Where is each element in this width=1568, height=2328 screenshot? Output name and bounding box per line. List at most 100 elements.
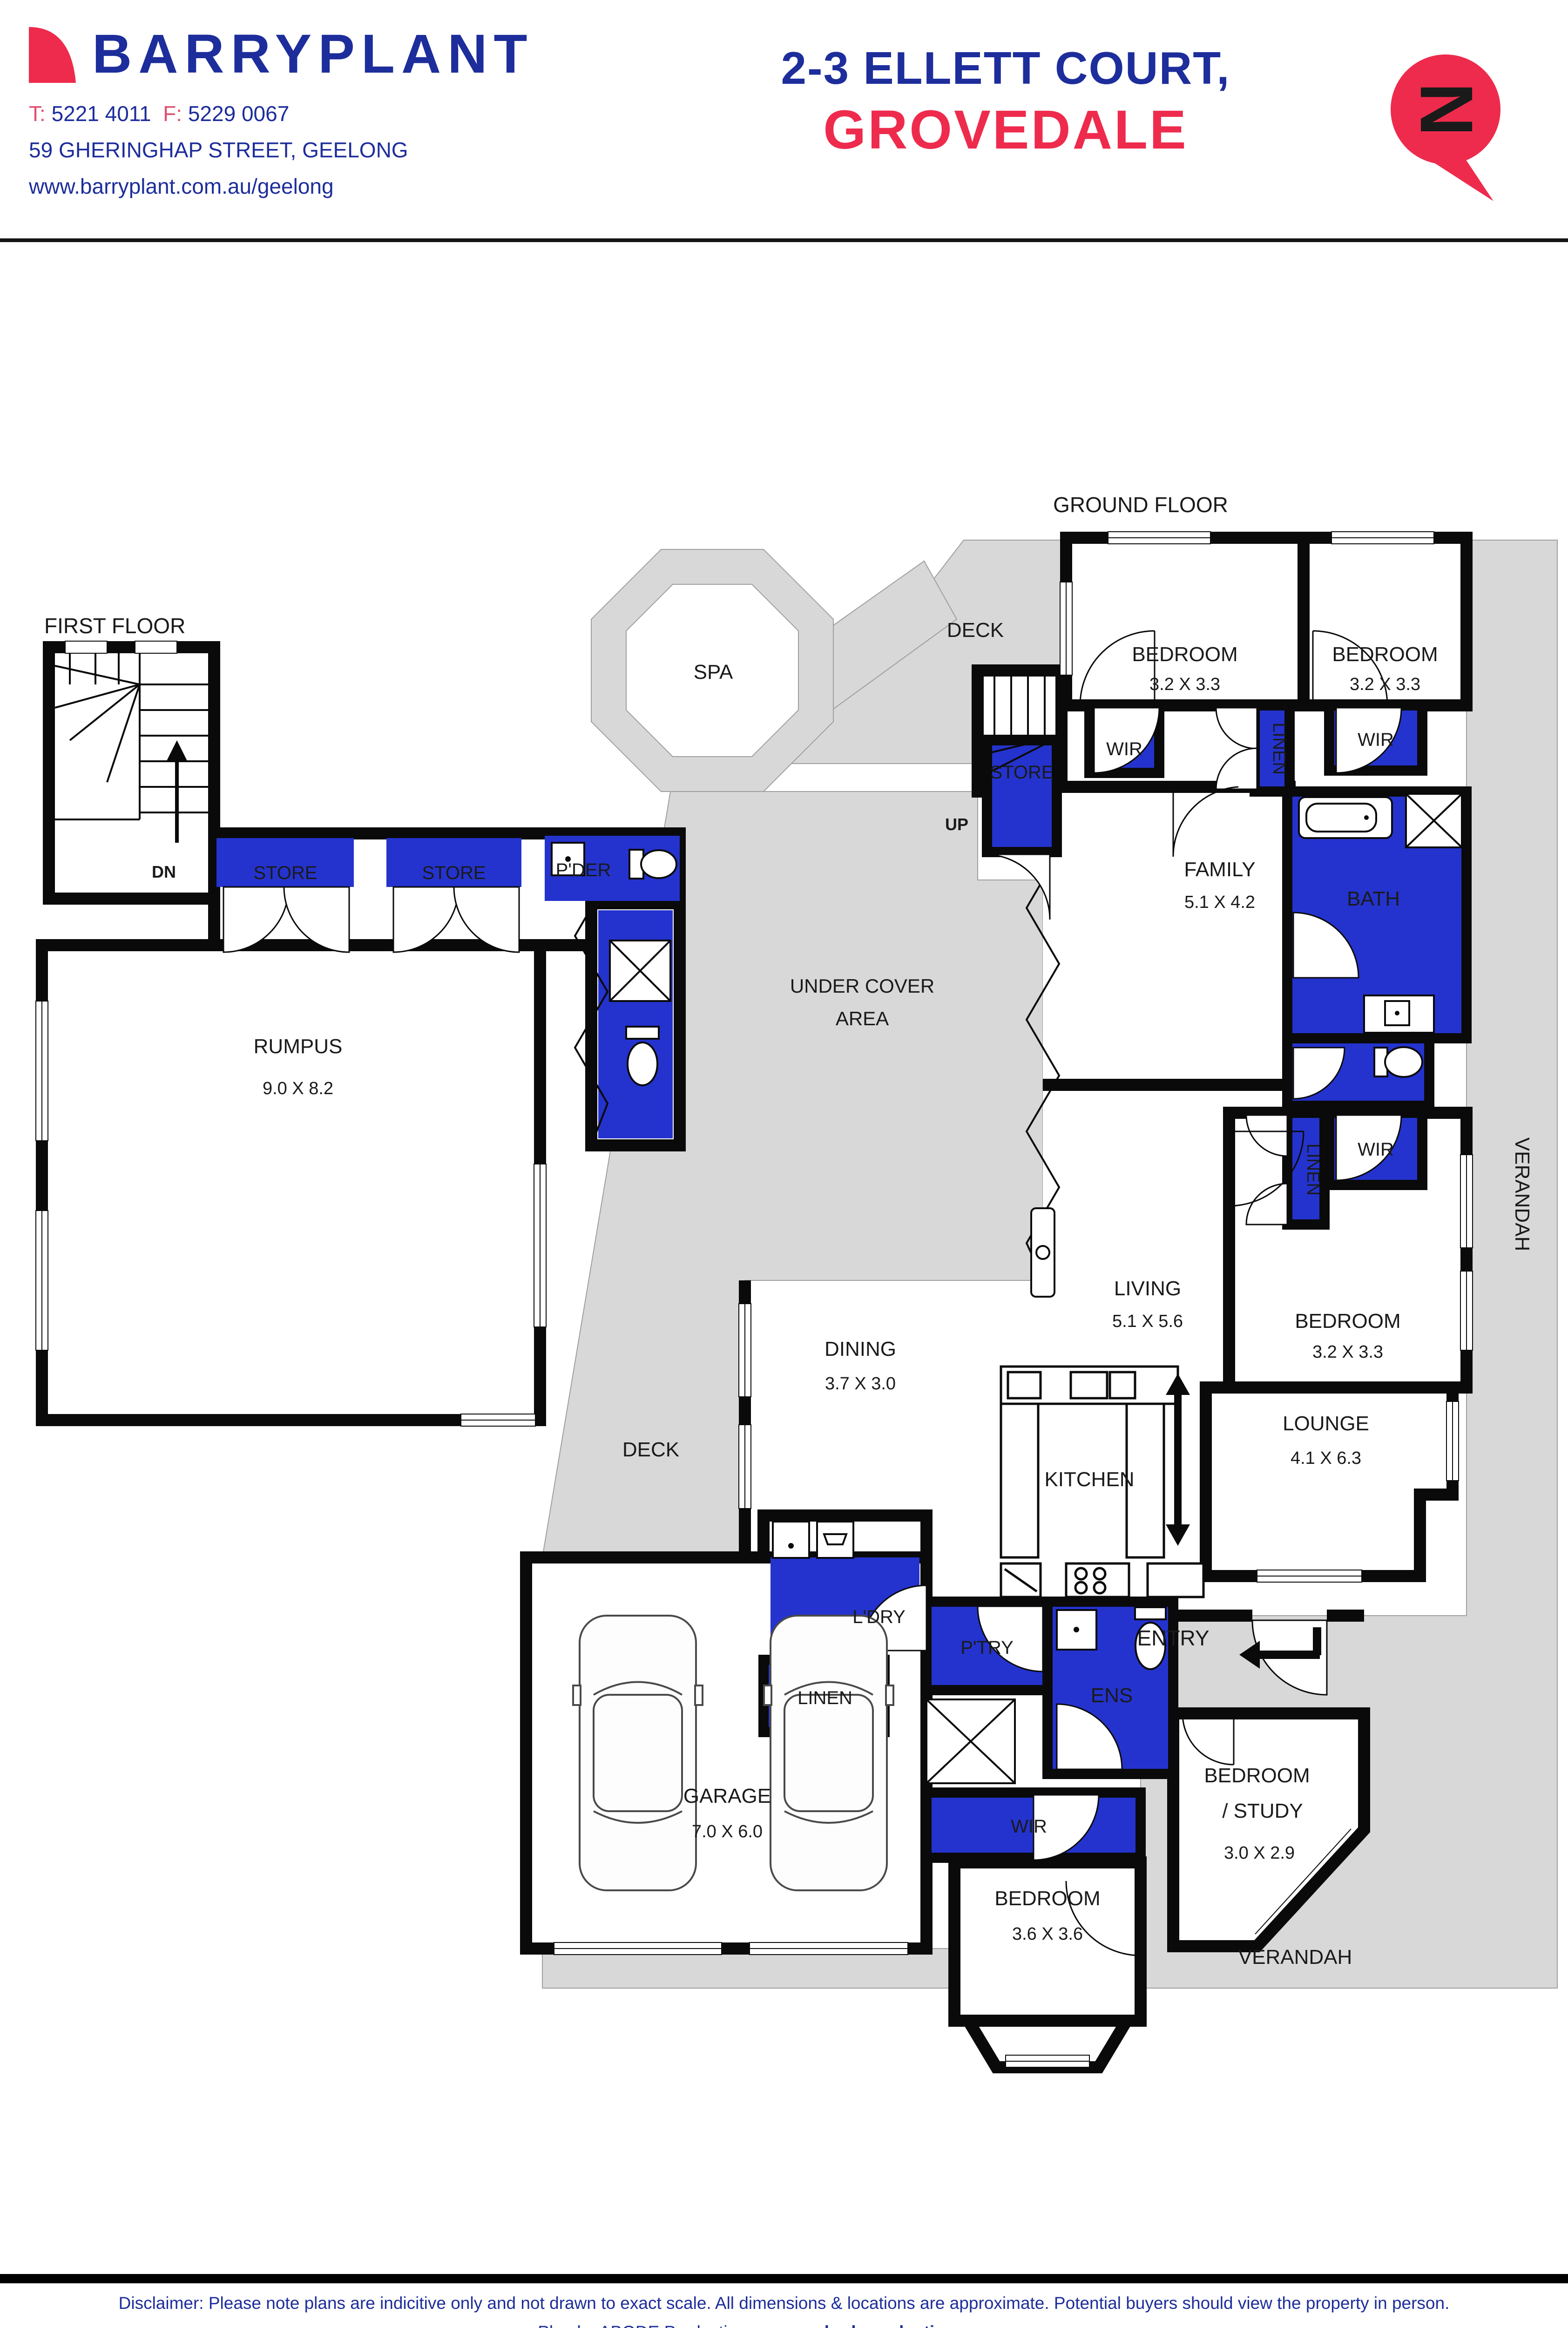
ens-toilet [1135,1622,1166,1670]
disclaimer-text: Disclaimer: Please note plans are indici… [118,2294,1450,2313]
fixtures [551,793,1463,1784]
bed1-dims: 3.2 X 3.3 [1149,675,1220,694]
pder-vanity [551,842,585,876]
phone-line: T: 5221 4011 F: 5229 0067 [29,95,408,132]
ground-floor-label: GROUND FLOOR [1053,493,1228,517]
ldry-trough [816,1521,854,1559]
ens-toilet-cistern [1134,1606,1167,1620]
under-cover-label-1: UNDER COVER [790,975,934,997]
entry-arrow [1239,1627,1321,1669]
stairs-ground [978,676,1062,776]
door-wedges [223,707,1402,1861]
linen-c-label: LINEN [798,1688,852,1708]
car-2 [763,1615,894,1891]
ens-label: ENS [1091,1684,1133,1707]
wir-d-label: WIR [1011,1816,1047,1837]
wir-c-label: WIR [1358,1139,1394,1160]
car-1 [572,1615,703,1891]
kitchen-bench-right [1125,1402,1165,1559]
header: N BARRYPLANT T: 5221 4011 F: 5229 0067 5… [0,0,1568,242]
brand-logo-text: BARRYPLANT [92,23,534,85]
ff-store2 [386,838,521,887]
bed4-dims: 3.6 X 3.6 [1012,1924,1083,1944]
kitchen-bench-left [1000,1402,1040,1559]
bed-study-label-1: BEDROOM [1204,1764,1310,1787]
ff-toilet [627,1042,658,1086]
family-dims: 5.1 X 4.2 [1184,893,1255,912]
bed4-label: BEDROOM [994,1887,1100,1910]
address-line: 59 GHERINGHAP STREET, GEELONG [29,138,408,162]
bed3-label: BEDROOM [1295,1310,1400,1333]
verandah-right-label: VERANDAH [1511,1137,1534,1252]
website-link[interactable]: www.barryplant.com.au/geelong [29,174,334,198]
bed2-label: BEDROOM [1332,643,1438,666]
phone-f: 5229 0067 [188,102,290,126]
linen-b-label: LINEN [1303,1144,1323,1196]
pder-label: P'DER [556,860,611,880]
spa-inner [626,584,799,757]
bed3-dims: 3.2 X 3.3 [1312,1342,1383,1362]
kitchen-fridge [1146,1562,1205,1598]
store-g-label: STORE [990,762,1054,783]
rumpus-room [36,939,546,1426]
bed1-label: BEDROOM [1132,643,1237,666]
wc-toilet [1384,1046,1423,1078]
bed-study-dims: 3.0 X 2.9 [1224,1843,1295,1863]
ldry-sink [772,1521,810,1559]
door-arcs [1065,630,1388,1956]
phone-t: 5221 4011 [51,102,151,126]
stairs-dn-label: DN [152,862,176,881]
credit-link[interactable]: www.abodeproductions.com.au [770,2322,1030,2328]
credit-line: Plan by ABODE Productions - www.abodepro… [0,2318,1568,2328]
contact-block: T: 5221 4011 F: 5229 0067 59 GHERINGHAP … [29,95,408,204]
footer-divider [0,2274,1568,2283]
stairs-ff-arrow-head [167,740,187,761]
north-letter: N [1405,82,1488,136]
listing-title-line1: 2-3 ELLETT COURT, [781,42,1230,94]
kitchen-sink2 [1108,1371,1136,1400]
ff-store1 [216,838,354,887]
living-label: LIVING [1114,1277,1181,1300]
store-ff-2-label: STORE [422,863,486,883]
dining-dims: 3.7 X 3.0 [825,1374,896,1394]
bed-study-label-2: / STUDY [1222,1800,1303,1822]
garage-label: GARAGE [683,1785,771,1807]
lounge-room [1200,1381,1459,1582]
linen-a-label: LINEN [1269,723,1289,775]
ff-toilet-cistern [625,1026,660,1040]
rumpus-dims: 9.0 X 8.2 [263,1079,333,1098]
deck-left-label: DECK [622,1438,679,1461]
kitchen-dishwasher [1007,1371,1042,1400]
lounge-dims: 4.1 X 6.3 [1291,1448,1361,1468]
linen-a-box [1250,700,1295,797]
wir-a-label: WIR [1106,739,1142,759]
stairs-up-label: UP [945,815,968,834]
lounge-label: LOUNGE [1283,1412,1369,1435]
garage-dims: 7.0 X 6.0 [692,1822,763,1841]
hall-arrow [1166,1374,1190,1546]
dining-label: DINING [825,1338,896,1360]
ptry-label: P'TRY [960,1638,1014,1658]
credit-prefix: Plan by ABODE Productions - [538,2322,770,2328]
phone-t-label: T: [29,102,46,126]
under-cover-label-2: AREA [836,1008,889,1029]
footer: Disclaimer: Please note plans are indici… [0,2289,1568,2328]
deck-top-label: DECK [947,619,1004,642]
family-label: FAMILY [1184,858,1255,881]
first-floor-label: FIRST FLOOR [44,614,185,638]
phone-f-label: F: [163,102,182,126]
store-ff-1-label: STORE [253,863,317,883]
rumpus-label: RUMPUS [254,1035,343,1058]
stairs-first-floor [54,647,214,843]
wir-b-label: WIR [1358,730,1394,750]
listing-title: 2-3 ELLETT COURT, GROVEDALE [698,42,1313,162]
stairwell-ff [43,641,220,905]
listing-title-line2: GROVEDALE [823,99,1188,161]
pder-toilet [640,849,677,879]
header-divider [0,238,1568,242]
ldry-label: L'DRY [852,1607,906,1627]
logo-fin-icon [29,27,76,83]
garage-cars [572,1615,894,1891]
spa-label: SPA [694,661,733,684]
